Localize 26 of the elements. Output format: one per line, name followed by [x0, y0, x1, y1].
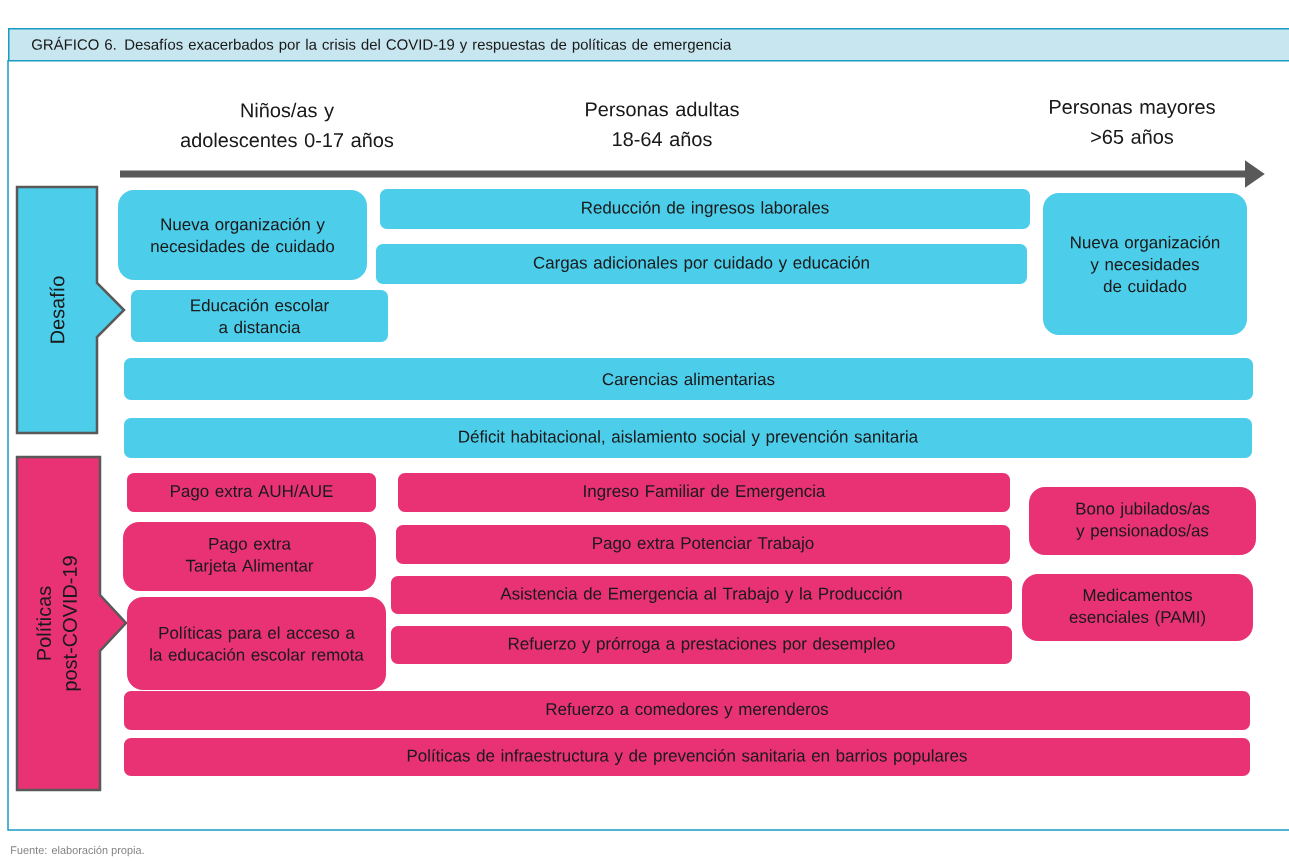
challenge-box: Reducción de ingresos laborales — [380, 189, 1030, 229]
age-group-heading: Niños/as y adolescentes 0-17 años — [180, 102, 394, 148]
challenge-box: Nueva organización y necesidades de cuidado — [1043, 193, 1247, 335]
challenge-box: Cargas adicionales por cuidado y educación — [376, 244, 1027, 284]
age-group-heading: Personas adultas 18-64 años — [586, 101, 739, 147]
policy-box: Ingreso Familiar de Emergencia — [398, 473, 1010, 512]
policy-box: Medicamentos esenciales (PAMI) — [1022, 574, 1253, 641]
policy-box: Bono jubilados/as y pensionados/as — [1029, 487, 1256, 555]
challenge-box: Carencias alimentarias — [124, 358, 1253, 400]
challenge-box: Educación escolar a distancia — [131, 290, 388, 342]
challenge-box: Nueva organización y necesidades de cuidado — [118, 190, 367, 280]
policy-box: Asistencia de Emergencia al Trabajo y la Producción — [391, 576, 1012, 614]
section-arrow-box: Desafío — [15, 185, 126, 435]
section-arrow-box: Políticas post-COVID-19 — [15, 455, 128, 792]
policy-box: Refuerzo a comedores y merenderos — [124, 691, 1250, 730]
age-group-heading: Personas mayores >65 años — [1050, 100, 1215, 144]
node-label: Políticas para el acceso a la educación escolar remota — [150, 626, 364, 661]
policy-box: Pago extra AUH/AUE — [127, 473, 376, 512]
policy-box: Políticas de infraestructura y de prevención sanitaria en barrios populares — [124, 738, 1250, 776]
challenge-box: Déficit habitacional, aislamiento social y prevención sanitaria — [124, 418, 1252, 458]
source-note: Fuente: elaboración propia. — [11, 845, 144, 857]
policy-box: Pago extra Tarjeta Alimentar — [123, 522, 376, 591]
policy-box: Políticas para el acceso a la educación escolar remota — [127, 597, 386, 690]
title-band: GRÁFICO 6. Desafíos exacerbados por la crisis del COVID-19 y respuestas de políticas de emergencia — [8, 28, 1289, 62]
policy-box: Refuerzo y prórroga a prestaciones por desempleo — [391, 626, 1012, 664]
policy-box: Pago extra Potenciar Trabajo — [396, 525, 1010, 564]
